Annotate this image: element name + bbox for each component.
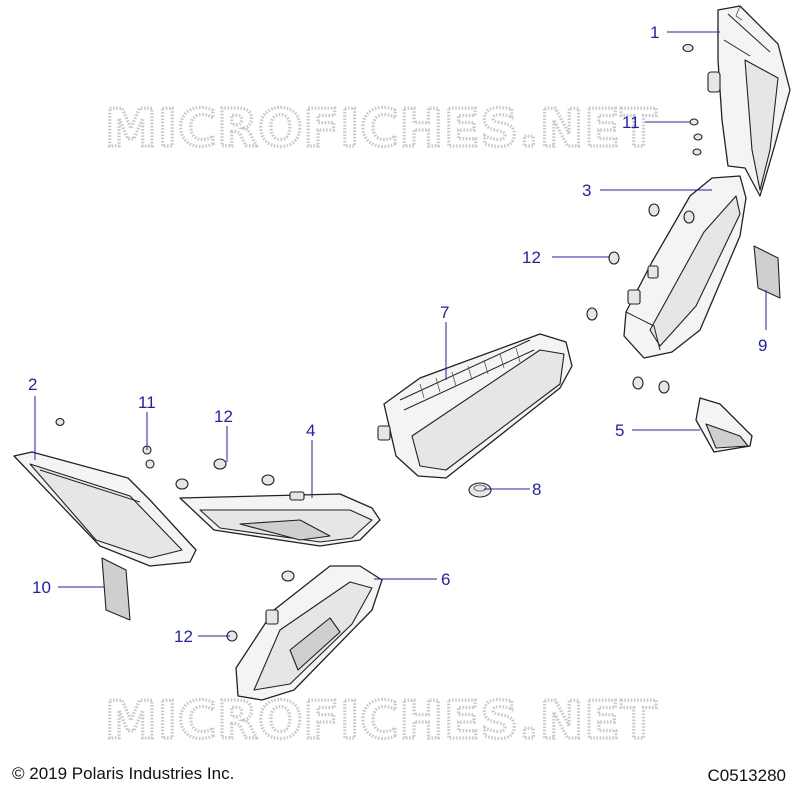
callout-9: 9 xyxy=(758,336,767,355)
callout-12-right: 12 xyxy=(522,248,541,267)
part-7-center-lamp xyxy=(377,333,573,479)
callout-1: 1 xyxy=(650,23,659,42)
callout-5: 5 xyxy=(615,421,624,440)
callout-12-mid: 12 xyxy=(214,407,233,426)
callout-3: 3 xyxy=(582,181,591,200)
part-10-lens xyxy=(101,557,131,621)
callout-11-top: 11 xyxy=(622,113,640,132)
part-11-screws-left xyxy=(142,445,155,469)
part-6-lamp xyxy=(235,565,383,701)
part-4-lamp xyxy=(179,491,381,547)
part-11-screws-top xyxy=(682,43,703,156)
callout-10: 10 xyxy=(32,578,51,597)
part-3-lamp xyxy=(623,175,747,359)
part-2-housing xyxy=(13,417,197,567)
callout-12-bottom: 12 xyxy=(174,627,193,646)
part-5-bracket xyxy=(695,397,753,453)
watermark-bottom: MICROFICHES.NET xyxy=(105,691,657,751)
watermark-top: MICROFICHES.NET xyxy=(105,99,657,159)
callout-6: 6 xyxy=(441,570,450,589)
part-12-clips-right xyxy=(586,203,695,394)
part-12-clips-left xyxy=(175,458,295,642)
callouts: 1 11 3 12 9 7 2 11 12 4 5 8 6 10 12 xyxy=(28,23,767,646)
callout-7: 7 xyxy=(440,303,449,322)
part-8-grommet xyxy=(468,482,492,498)
callout-4: 4 xyxy=(306,421,315,440)
leader-lines xyxy=(34,31,767,637)
callout-2: 2 xyxy=(28,375,37,394)
copyright-text: © 2019 Polaris Industries Inc. xyxy=(12,764,235,783)
callout-8: 8 xyxy=(532,480,541,499)
part-9-lens xyxy=(753,245,781,299)
part-1-housing xyxy=(707,5,791,197)
diagram-code: C0513280 xyxy=(707,766,786,785)
callout-11-left: 11 xyxy=(138,393,156,412)
